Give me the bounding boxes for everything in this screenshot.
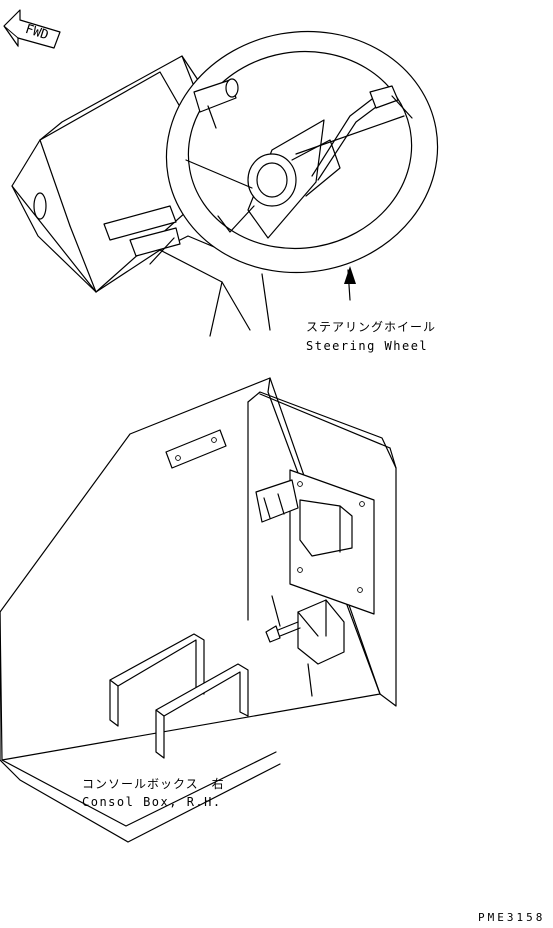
connector-icon [255,479,299,523]
relay-icon [299,499,353,557]
key-slot-icon [33,192,47,220]
flasher-unit-icon [297,599,345,665]
turn-signal-stalk-icon [311,85,413,181]
leader-arrow-icon [344,266,356,284]
support-bracket-rear-icon [155,663,249,759]
steering-wheel-label-jp: ステアリングホイール [306,320,437,334]
steering-column-housing [11,55,301,337]
steering-wheel [165,30,439,274]
mounting-bracket-icon [165,429,227,469]
bolt-icon [265,621,301,643]
horn-switch-icon [193,78,239,129]
console-box-label-en: Consol Box, R.H. [82,795,222,809]
fwd-arrow-icon: FWD [3,9,61,49]
flasher-leader [307,663,313,697]
fwd-arrow-label: FWD [23,22,50,44]
shift-lever-icon [103,205,181,265]
drawing-code: PME3158 [478,911,546,924]
console-box-label-jp: コンソールボックス 右 [82,777,225,791]
support-bracket-front-icon [109,633,205,727]
steering-wheel-label-en: Steering Wheel [306,339,429,353]
bolt-leader [271,595,281,627]
